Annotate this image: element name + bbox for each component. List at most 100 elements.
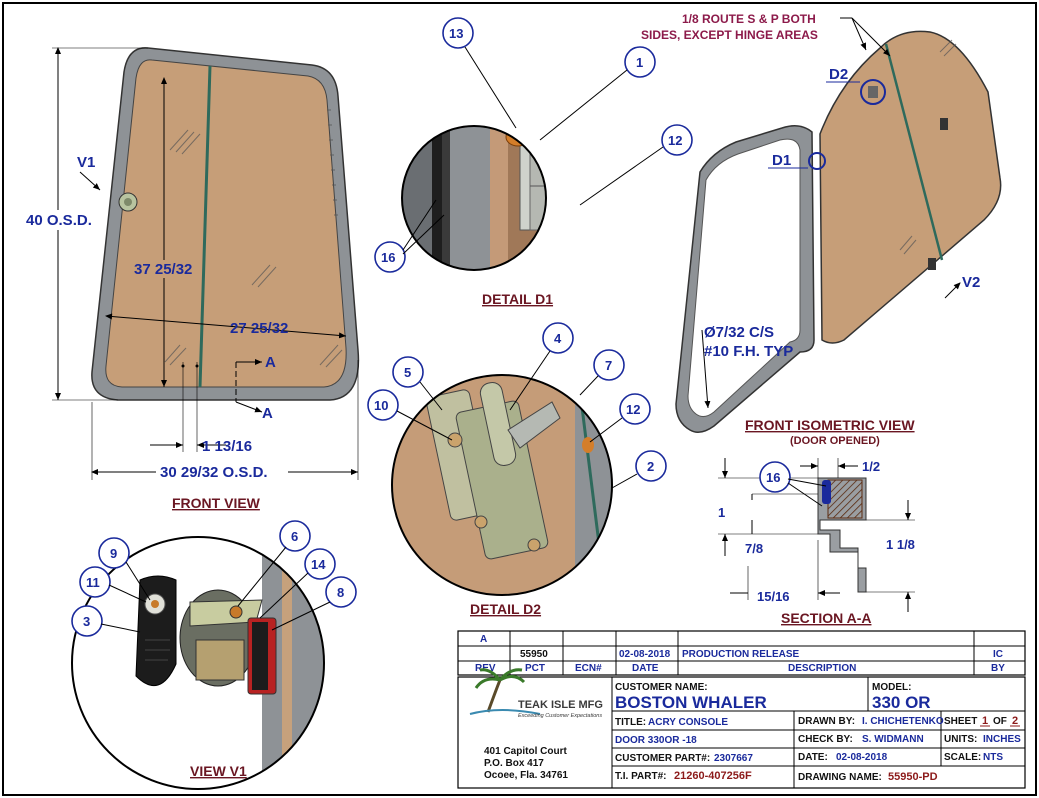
section-height-78: 7/8 (745, 541, 763, 556)
customer-name: BOSTON WHALER (615, 693, 767, 712)
balloon-11: 11 (79, 566, 111, 598)
route-note-line1: 1/8 ROUTE S & P BOTH (682, 12, 816, 26)
rev-date: 02-08-2018 (619, 649, 671, 660)
section-a-a: 1/2 1 7/8 1 1/8 15/16 16 SECTION A-A (718, 458, 915, 626)
balloon-10: 10 (367, 389, 399, 421)
drawn-by-value: I. CHICHETENKO (862, 716, 944, 727)
balloon-2: 2 (635, 450, 667, 482)
ti-part-label: T.I. PART#: (615, 771, 666, 782)
customer-part-label: CUSTOMER PART#: (615, 753, 710, 764)
section-top-width: 1/2 (862, 459, 880, 474)
rev-pct: 55950 (520, 649, 548, 660)
inner-height-dim: 37 25/32 (134, 261, 192, 278)
section-marker-top: A (265, 354, 276, 371)
balloon-16: 16 (374, 241, 406, 273)
svg-text:4: 4 (554, 331, 562, 346)
check-by-label: CHECK BY: (798, 734, 853, 745)
svg-text:12: 12 (668, 133, 682, 148)
route-note-line2: SIDES, EXCEPT HINGE AREAS (641, 28, 818, 42)
address-line1: 401 Capitol Court (484, 746, 567, 757)
front-view-label: FRONT VIEW (172, 495, 261, 511)
title-block: TEAK ISLE MFG Exceeding Customer Expecta… (457, 668, 1026, 789)
balloon-12b: 12 (619, 393, 651, 425)
rev-header-ecn: ECN# (575, 663, 602, 674)
svg-text:9: 9 (110, 546, 117, 561)
scale-value: NTS (983, 752, 1003, 763)
drawing-name-label: DRAWING NAME: (798, 772, 882, 783)
fastener-note-line2: #10 F.H. TYP (704, 343, 793, 360)
sheet-num: 1 (982, 715, 988, 727)
title-line1: ACRY CONSOLE (648, 717, 728, 728)
rev-description: PRODUCTION RELEASE (682, 649, 800, 660)
balloon-16-section: 16 (759, 461, 791, 493)
offset-dim: 1 13/16 (202, 438, 252, 455)
svg-text:16: 16 (766, 470, 780, 485)
rev-header-date: DATE (632, 663, 659, 674)
view-v1-label: VIEW V1 (190, 763, 247, 779)
svg-text:2: 2 (647, 459, 654, 474)
svg-text:6: 6 (291, 529, 298, 544)
svg-text:5: 5 (404, 365, 411, 380)
rev-by: IC (993, 649, 1003, 660)
balloon-13: 13 (442, 17, 474, 49)
svg-text:3: 3 (83, 614, 90, 629)
svg-text:12: 12 (626, 402, 640, 417)
section-bottom-width: 15/16 (757, 589, 790, 604)
section-height-right: 1 1/8 (886, 537, 915, 552)
balloon-14: 14 (304, 548, 336, 580)
units-value: INCHES (983, 734, 1021, 745)
fastener-note-line1: Ø7/32 C/S (704, 324, 774, 341)
front-view: 40 O.S.D. 37 25/32 27 25/32 1 13/16 30 2… (20, 47, 360, 511)
balloon-4: 4 (542, 322, 574, 354)
sheet-total: 2 (1012, 715, 1018, 727)
rev-header-pct: PCT (525, 663, 545, 674)
view-v1: 9 11 3 6 14 8 VIEW V1 (71, 520, 357, 790)
isometric-label: FRONT ISOMETRIC VIEW (745, 417, 915, 433)
balloon-5: 5 (392, 356, 424, 388)
detail-d2: 5 4 7 10 12 2 DETAIL D2 (367, 322, 667, 617)
date-value: 02-08-2018 (836, 752, 888, 763)
address-line3: Ocoee, Fla. 34761 (484, 770, 568, 781)
balloon-7: 7 (593, 349, 625, 381)
revision-table: A 55950 02-08-2018 PRODUCTION RELEASE IC… (457, 630, 1026, 676)
isometric-d2: D2 (829, 66, 848, 83)
drawn-by-label: DRAWN BY: (798, 716, 855, 727)
balloon-12: 12 (661, 124, 693, 156)
section-marker-bottom: A (262, 405, 273, 422)
inner-width-dim: 27 25/32 (230, 320, 288, 337)
balloon-1: 1 (624, 46, 656, 78)
units-label: UNITS: (944, 734, 977, 745)
scale-label: SCALE: (944, 752, 981, 763)
svg-text:14: 14 (311, 557, 326, 572)
svg-text:1: 1 (636, 55, 643, 70)
sheet-of: OF (993, 716, 1007, 727)
section-height-left: 1 (718, 505, 725, 520)
width-dim: 30 29/32 O.S.D. (160, 464, 268, 481)
rev-header-description: DESCRIPTION (788, 663, 856, 674)
front-isometric-view: D2 D1 1/8 ROUTE S & P BOTH SIDES, EXCEPT… (641, 12, 1002, 447)
svg-text:10: 10 (374, 398, 388, 413)
balloon-9: 9 (98, 537, 130, 569)
title-line2: DOOR 330OR -18 (615, 735, 697, 746)
svg-text:16: 16 (381, 250, 395, 265)
date-label: DATE: (798, 752, 828, 763)
customer-name-label: CUSTOMER NAME: (615, 682, 708, 693)
model-label: MODEL: (872, 682, 911, 693)
rev-row-a: A (480, 634, 487, 645)
drawing-name-value: 55950-PD (888, 771, 938, 783)
sheet-label: SHEET (944, 716, 977, 727)
address-line2: P.O. Box 417 (484, 758, 544, 769)
svg-text:11: 11 (86, 575, 100, 590)
ti-part-value: 21260-407256F (674, 770, 752, 782)
customer-part-value: 2307667 (714, 753, 753, 764)
check-by-value: S. WIDMANN (862, 734, 924, 745)
detail-d1: 13 1 12 16 DETAIL D1 (374, 17, 693, 307)
isometric-d1: D1 (772, 152, 791, 169)
isometric-sublabel: (DOOR OPENED) (790, 435, 880, 447)
detail-d2-label: DETAIL D2 (470, 601, 541, 617)
balloon-6: 6 (279, 520, 311, 552)
model-value: 330 OR (872, 693, 931, 712)
company-logo: TEAK ISLE MFG Exceeding Customer Expecta… (469, 668, 603, 719)
